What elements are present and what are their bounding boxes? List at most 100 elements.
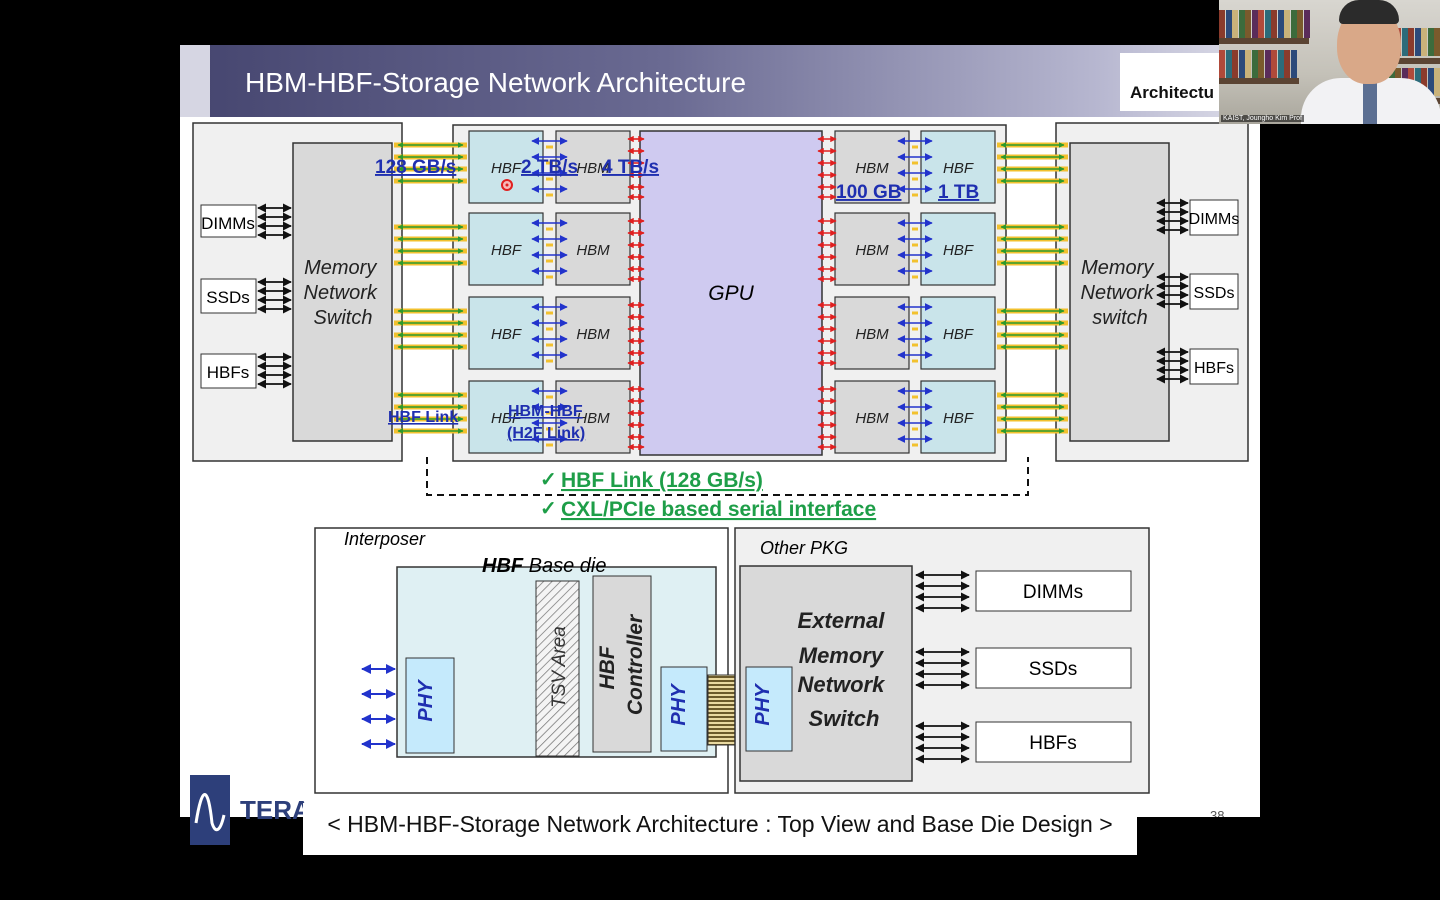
right-h2f-link-row-1 <box>897 137 933 197</box>
right-stack-1-hbf: HBF <box>920 130 996 204</box>
svg-text:SSDs: SSDs <box>206 288 249 307</box>
ext-device-arrows <box>915 570 970 764</box>
right-hbf-link-row-2 <box>997 224 1068 266</box>
shelf-book <box>1251 10 1258 38</box>
interposer-label: Interposer <box>344 529 426 549</box>
shelf-book <box>1427 68 1434 96</box>
callout-hbm-capacity: 100 GB <box>836 182 901 203</box>
shelf-book <box>1434 28 1440 56</box>
shelf-book <box>1245 50 1251 78</box>
svg-text:HBF: HBF <box>943 326 974 343</box>
shelf-book <box>1414 28 1421 56</box>
svg-text:HBF: HBF <box>491 410 522 427</box>
callout-h2f-line2: (H2F Link) <box>507 425 585 442</box>
right-hbf-link-row-4 <box>997 392 1068 434</box>
shelf-book <box>1290 10 1297 38</box>
right-h2f-link-row-3 <box>897 303 933 363</box>
right-device-dimms: DIMMs <box>1189 199 1239 236</box>
other-pkg-panel: Other PKG PHY External Memory Network Sw… <box>734 527 1150 794</box>
svg-text:HBM: HBM <box>855 326 889 343</box>
right-h2f-link-row-2 <box>897 219 933 279</box>
slide-title: HBM-HBF-Storage Network Architecture <box>245 67 747 98</box>
other-pkg-label: Other PKG <box>760 538 848 558</box>
phy-right: PHY <box>745 666 793 752</box>
memory-stacks: HBF HBM HBF HBM HBF HBM HBF HBM HBM HBF HBM HBF HBM H… <box>468 130 996 454</box>
right-switch-label: Memory Network switch <box>1081 257 1160 329</box>
svg-text:TERA: TERA <box>240 795 310 825</box>
shelf-book <box>1238 50 1245 78</box>
left-device-dimms: DIMMs <box>200 204 257 238</box>
webcam-overlay: KAIST, Joungho Kim Prof <box>1219 0 1440 124</box>
right-gpu-link-row-4 <box>817 385 837 451</box>
left-stack-2-hbm: HBM <box>555 212 631 286</box>
ext-device-dimms: DIMMs <box>975 570 1132 612</box>
right-stack-2-hbf: HBF <box>920 212 996 286</box>
shelf-book <box>1401 28 1408 56</box>
architecture-diagram: Memory Network Switch DIMMs SSDs HBFs <box>192 122 1249 794</box>
caption-text: < HBM-HBF-Storage Network Architecture :… <box>327 811 1113 837</box>
right-stack-3-hbf: HBF <box>920 296 996 370</box>
shelf-book <box>1421 28 1427 56</box>
right-device-hbfs: HBFs <box>1189 348 1239 385</box>
dashed-connector <box>426 457 1029 496</box>
laser-pointer <box>501 179 513 191</box>
svg-text:HBFs: HBFs <box>1194 360 1234 377</box>
callout-hbf-capacity: 1 TB <box>938 182 979 203</box>
shelf-book <box>1251 50 1258 78</box>
phy-left-arrows <box>361 664 396 749</box>
callout-h2f-bw: 2 TB/s <box>521 157 578 178</box>
shelf-book <box>1271 50 1277 78</box>
svg-text:HBM: HBM <box>855 160 889 177</box>
svg-text:HBF: HBF <box>943 160 974 177</box>
caption-box: < HBM-HBF-Storage Network Architecture :… <box>303 803 1137 855</box>
svg-text:HBF: HBF <box>943 242 974 259</box>
left-stack-4-hbm: HBM <box>555 380 631 454</box>
left-gpu-link-row-4 <box>627 385 645 451</box>
shelf-book <box>1303 10 1310 38</box>
bullet-2: CXL/PCIe based serial interface <box>561 498 876 521</box>
right-stack-4-hbf: HBF <box>920 380 996 454</box>
left-stack-3-hbm: HBM <box>555 296 631 370</box>
left-h2f-link-row-3 <box>531 303 568 363</box>
shelf-book <box>1219 10 1225 38</box>
bullet-list: ✓ HBF Link (128 GB/s) ✓ CXL/PCIe based s… <box>540 469 876 521</box>
tera-logo: TERA <box>190 775 310 845</box>
callout-hbf-link-bw: 128 GB/s <box>375 157 456 178</box>
svg-text:HBF: HBF <box>491 242 522 259</box>
left-hbf-link-row-2 <box>394 224 467 266</box>
svg-text:HBF: HBF <box>491 326 522 343</box>
title-accent <box>180 45 210 117</box>
shelf-book <box>1408 28 1414 56</box>
shelf-book <box>1258 50 1264 78</box>
right-hbf-link-row-3 <box>997 308 1068 350</box>
left-hbf-link-row-3 <box>394 308 467 350</box>
svg-text:DIMMs: DIMMs <box>201 214 255 233</box>
left-h2f-link-row-4 <box>531 387 568 447</box>
shelf-book <box>1258 10 1264 38</box>
svg-text:SSDs: SSDs <box>1029 659 1078 680</box>
svg-text:PHY: PHY <box>415 679 437 722</box>
phy-right-interposer: PHY <box>660 666 708 752</box>
right-stack-4-hbm: HBM <box>834 380 910 454</box>
svg-text:HBF: HBF <box>943 410 974 427</box>
left-device-ssds: SSDs <box>200 278 257 314</box>
svg-text:HBM: HBM <box>576 242 610 259</box>
phy-left: PHY <box>405 657 455 754</box>
callout-hbf-link: HBF Link <box>388 409 458 426</box>
shelf-book <box>1427 28 1434 56</box>
left-stack-1-hbm: HBM <box>555 130 631 204</box>
svg-text:HBM: HBM <box>855 410 889 427</box>
left-switch-package: Memory Network Switch DIMMs SSDs HBFs <box>192 122 403 462</box>
left-gpu-link-row-3 <box>627 301 645 367</box>
base-die-title: HBF Base die <box>482 555 607 577</box>
left-device-arrows <box>257 203 292 389</box>
right-device-arrows <box>1156 198 1189 384</box>
webcam-caption: KAIST, Joungho Kim Prof <box>1221 115 1304 122</box>
svg-text:PHY: PHY <box>752 683 774 726</box>
bullet-check-1: ✓ <box>540 469 557 491</box>
shelf-book <box>1238 10 1245 38</box>
left-stack-3-hbf: HBF <box>468 296 544 370</box>
bandwidth-callouts: 128 GB/s 2 TB/s 4 TB/s 100 GB 1 TB HBF L… <box>375 157 979 442</box>
interposer-panel: Interposer HBF Base die PHY TSV Area HBF… <box>314 527 729 794</box>
right-gpu-link-row-1 <box>817 135 837 201</box>
